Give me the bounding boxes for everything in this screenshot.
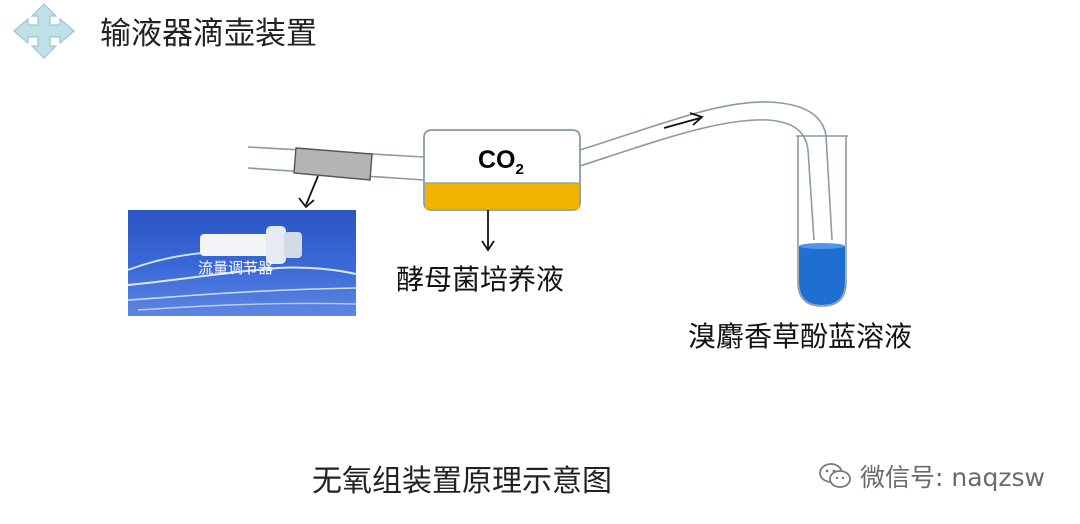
flow-regulator-photo: 流量调节器 [128, 210, 356, 316]
test-tube [797, 136, 847, 307]
yeast-culture-label: 酵母菌培养液 [396, 263, 565, 296]
flow-regulator-illustration [128, 226, 356, 311]
flow-regulator-label: 流量调节器 [198, 259, 274, 277]
diagram-caption: 无氧组装置原理示意图 [312, 464, 612, 499]
bromothymol-blue-solution [799, 246, 845, 305]
four-way-arrow-icon [13, 3, 75, 59]
flow-direction-head [689, 112, 704, 126]
watermark: 微信号: naqzsw [818, 462, 1045, 492]
flow-direction-line [663, 117, 701, 129]
regulator-pointer-head [298, 197, 315, 209]
co2-text: CO [478, 146, 516, 174]
watermark-text: 微信号: naqzsw [860, 463, 1045, 492]
co2-subscript: 2 [515, 161, 524, 178]
co2-label: CO2 [478, 146, 524, 178]
yeast-culture-liquid [425, 183, 579, 209]
wechat-icon [819, 463, 851, 488]
flow-regulator-part [293, 147, 373, 181]
page-title: 输液器滴壶装置 [100, 16, 317, 52]
outlet-tube-top [579, 101, 833, 241]
yeast-pointer-head [481, 240, 495, 252]
bromothymol-blue-label: 溴麝香草酚蓝溶液 [688, 320, 913, 353]
regulator-pointer-line [305, 175, 319, 206]
outlet-tube-bottom [579, 119, 815, 241]
